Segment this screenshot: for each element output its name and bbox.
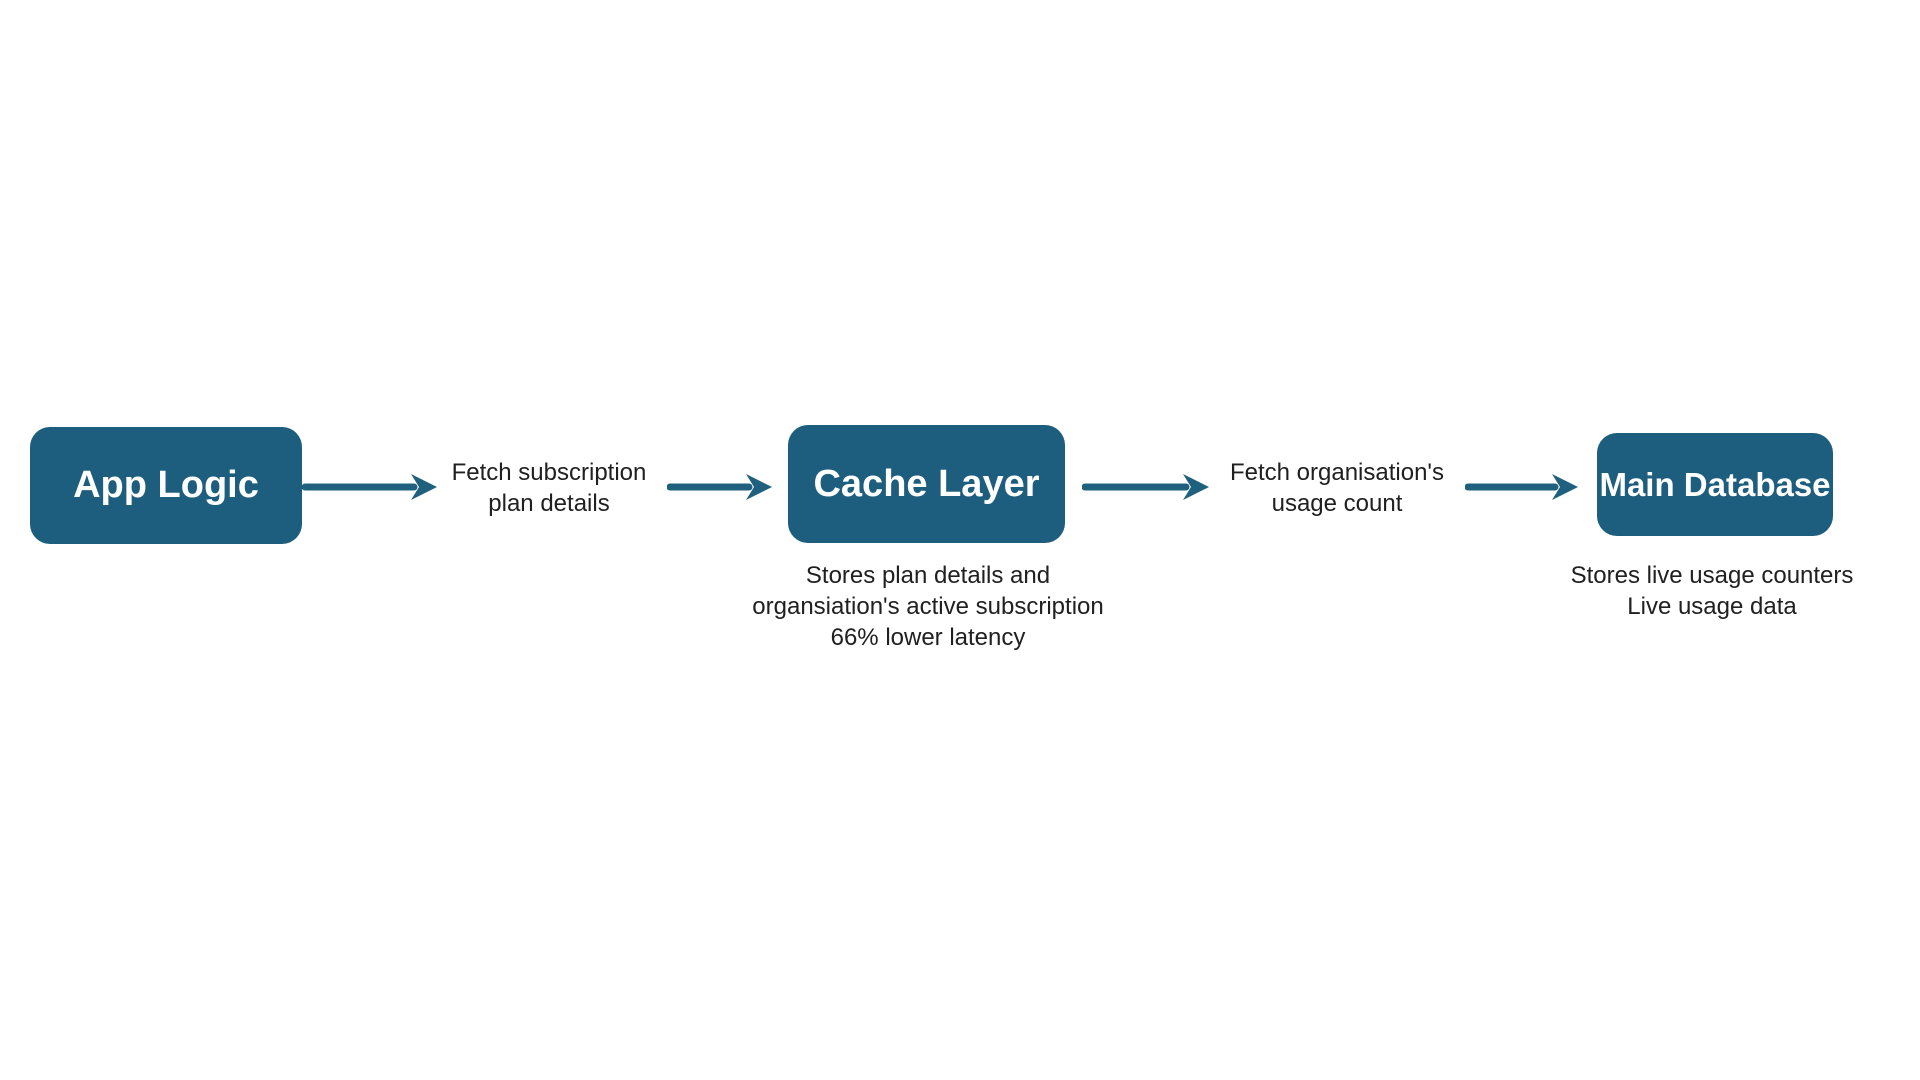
- edge-label-line: usage count: [1271, 490, 1403, 517]
- node-cache-layer: Cache Layer: [788, 425, 1065, 543]
- caption-line: Stores live usage counters: [1570, 562, 1854, 589]
- edge-label-line: plan details: [488, 490, 610, 517]
- edge-label-line: Fetch subscription: [451, 459, 647, 486]
- arrow-right-icon: [302, 467, 438, 507]
- node-cache-layer-caption: Stores plan details and organsiation's a…: [718, 560, 1138, 653]
- caption-line: Stores plan details and: [805, 562, 1051, 589]
- caption-line: Live usage data: [1627, 593, 1797, 620]
- node-main-database: Main Database: [1597, 433, 1833, 536]
- caption-line: organsiation's active subscription: [752, 593, 1104, 620]
- node-app-logic-label: App Logic: [73, 464, 259, 506]
- edge-label-fetch-usage-count: Fetch organisation's usage count: [1207, 457, 1467, 519]
- node-main-database-label: Main Database: [1599, 465, 1831, 503]
- arrow-right-icon: [1082, 467, 1210, 507]
- caption-line: 66% lower latency: [830, 624, 1026, 651]
- arrow-right-icon: [667, 467, 773, 507]
- edge-label-line: Fetch organisation's: [1229, 459, 1445, 486]
- node-main-database-caption: Stores live usage counters Live usage da…: [1542, 560, 1882, 622]
- node-cache-layer-label: Cache Layer: [813, 462, 1040, 505]
- arrow-right-icon: [1465, 467, 1579, 507]
- node-app-logic: App Logic: [30, 427, 302, 544]
- edge-label-fetch-subscription: Fetch subscription plan details: [419, 457, 679, 519]
